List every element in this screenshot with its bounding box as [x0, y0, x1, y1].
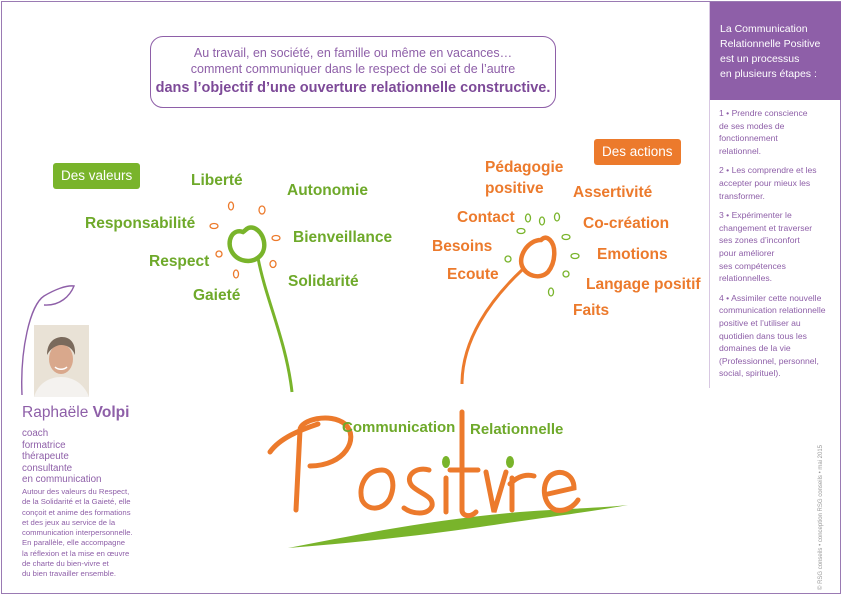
step-line: domaines de la vie — [719, 343, 791, 354]
intro-line-2: comment communiquer dans le respect de s… — [190, 62, 516, 76]
value-solidarite: Solidarité — [288, 273, 359, 290]
intro-box: Au travail, en société, en famille ou mê… — [150, 36, 556, 108]
role-line: en communication — [22, 474, 102, 485]
green-flower-petals — [209, 201, 281, 279]
bio-line: du bien travailler ensemble. — [22, 569, 117, 579]
step-line: ses compétences — [719, 260, 786, 271]
orange-flower-petals — [504, 212, 580, 297]
green-flower-stem — [256, 257, 294, 393]
action-ecoute: Ecoute — [447, 266, 499, 283]
orange-flower-stem — [460, 268, 524, 385]
step-2: 2 • Les comprendre et les accepter pour … — [710, 164, 841, 202]
green-flower-head — [227, 225, 267, 264]
title-relationnelle: Relationnelle — [470, 421, 564, 438]
action-langage-positif: Langage positif — [586, 276, 701, 293]
step-line: fonctionnement — [719, 133, 778, 144]
role-line: formatrice — [22, 439, 66, 451]
bio-line: de charte du bien-vivre et — [22, 559, 109, 569]
person-name: Raphaële Volpi — [22, 404, 129, 422]
action-contact: Contact — [457, 209, 515, 226]
step-line: relationnelles. — [719, 273, 773, 284]
portrait-illustration — [34, 325, 89, 397]
step-line: 4 • Assimiler cette nouvelle — [719, 292, 822, 303]
role-line: consultante — [22, 462, 73, 474]
positive-lettering — [267, 409, 581, 519]
action-pedagogie: Pédagogie — [485, 159, 564, 176]
bio-line: En parallèle, elle accompagne — [22, 538, 125, 548]
action-positive: positive — [485, 180, 544, 197]
step-line: relationnel. — [719, 145, 762, 156]
person-bio: Autour des valeurs du Respect, de la Sol… — [22, 487, 142, 580]
role-line: thérapeute — [22, 451, 69, 462]
portrait-photo — [34, 325, 89, 397]
step-line: 1 • Prendre conscience — [719, 108, 808, 118]
bio-line: la réflexion et la mise en œuvre — [22, 548, 130, 558]
leaf-line — [21, 285, 75, 396]
step-line: transformer. — [719, 190, 765, 201]
sidebar-heading-line: Relationnelle Positive — [720, 38, 821, 50]
step-line: (Professionnel, personnel, — [719, 355, 819, 366]
title-communication: Communication — [342, 419, 456, 436]
value-autonomie: Autonomie — [287, 182, 368, 199]
action-assertivite: Assertivité — [573, 184, 653, 201]
intro-line-1: Au travail, en société, en famille ou mê… — [193, 46, 513, 60]
step-line: quotidien dans tous les — [719, 330, 807, 341]
value-gaiete: Gaieté — [193, 287, 241, 304]
bio-line: de la Solidarité et la Gaieté, elle — [22, 497, 131, 507]
bio-line: communication interpersonnelle. — [22, 528, 133, 538]
step-line: ses zones d’inconfort — [719, 235, 800, 246]
step-line: positive et l’utiliser au — [719, 317, 801, 328]
step-line: 3 • Expérimenter le — [719, 210, 792, 221]
person-first-name: Raphaële — [22, 404, 89, 421]
step-line: accepter pour mieux les — [719, 177, 811, 188]
step-1: 1 • Prendre conscience de ses modes de f… — [710, 107, 841, 157]
step-4: 4 • Assimiler cette nouvelle communicati… — [710, 292, 841, 380]
step-line: social, spirituel). — [719, 368, 781, 379]
person-roles: coach formatrice thérapeute consultante … — [22, 428, 102, 486]
sidebar: La Communication Relationnelle Positive … — [709, 2, 841, 388]
person-last-name: Volpi — [92, 404, 130, 421]
value-respect: Respect — [149, 253, 210, 270]
step-line: communication relationnelle — [719, 305, 826, 316]
value-bienveillance: Bienveillance — [293, 229, 393, 246]
bio-line: Autour des valeurs du Respect, — [22, 487, 130, 496]
value-liberte: Liberté — [191, 172, 243, 189]
action-co-creation: Co-création — [583, 215, 670, 232]
sidebar-heading-line: La Communication — [720, 23, 808, 35]
step-line: changement et traverser — [719, 222, 813, 233]
positive-dots — [442, 456, 514, 468]
credit-line: © RSG conseils • conception RSG conseils… — [818, 444, 824, 590]
sidebar-heading-line: est un processus — [720, 53, 800, 65]
sidebar-heading: La Communication Relationnelle Positive … — [710, 2, 841, 100]
step-3: 3 • Expérimenter le changement et traver… — [710, 209, 841, 285]
step-line: 2 • Les comprendre et les — [719, 165, 817, 176]
action-emotions: Emotions — [597, 246, 668, 263]
orange-flower-head — [518, 235, 557, 279]
intro-line-3: dans l’objectif d’une ouverture relation… — [155, 80, 551, 96]
values-tag: Des valeurs — [53, 163, 141, 189]
role-line: coach — [22, 428, 49, 439]
value-responsabilite: Responsabilité — [85, 215, 196, 232]
step-line: de ses modes de — [719, 120, 785, 131]
bio-line: et des jeux au service de la — [22, 517, 116, 527]
underline-swoosh — [288, 505, 628, 548]
step-line: pour améliorer — [719, 247, 775, 258]
action-faits: Faits — [573, 302, 610, 319]
sidebar-heading-line: en plusieurs étapes : — [720, 68, 817, 80]
actions-tag: Des actions — [594, 139, 681, 165]
action-besoins: Besoins — [432, 238, 493, 255]
bio-line: conçoit et anime des formations — [22, 507, 131, 517]
